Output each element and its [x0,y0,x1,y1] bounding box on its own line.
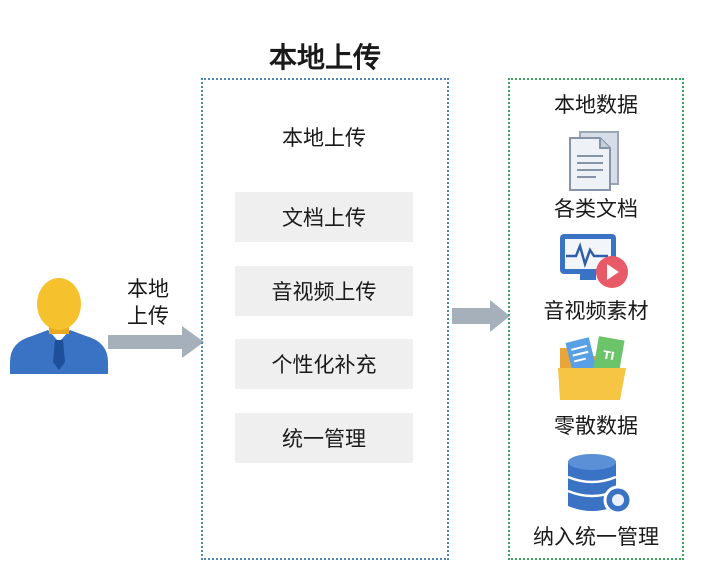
data-item-scattered: 零散数据 [554,414,638,438]
upload-item-media: 音视频上传 [235,266,413,316]
upload-panel-title: 本地上传 [282,126,366,150]
arrow-label-line1: 本地 [127,277,169,301]
arrow-label: 本地 上传 [118,276,178,330]
data-item-management: 纳入统一管理 [533,525,659,549]
document-icon [569,131,619,191]
media-icon [560,234,628,288]
right-arrow-icon [452,300,510,332]
upload-item-management: 统一管理 [235,413,413,463]
upload-item-documents: 文档上传 [235,192,413,242]
svg-text:TI: TI [602,348,616,363]
data-item-media: 音视频素材 [543,299,649,323]
arrow-label-line2: 上传 [127,304,169,328]
folder-icon: TI [558,336,626,400]
database-icon [567,454,633,515]
upload-panel [201,78,449,560]
data-item-documents: 各类文档 [554,197,638,221]
diagram-title: 本地上传 [268,41,381,74]
data-panel-title: 本地数据 [554,93,638,117]
data-panel [508,78,684,560]
user-avatar-icon [10,278,108,374]
right-arrow-icon [108,326,204,358]
upload-item-custom: 个性化补充 [235,339,413,389]
